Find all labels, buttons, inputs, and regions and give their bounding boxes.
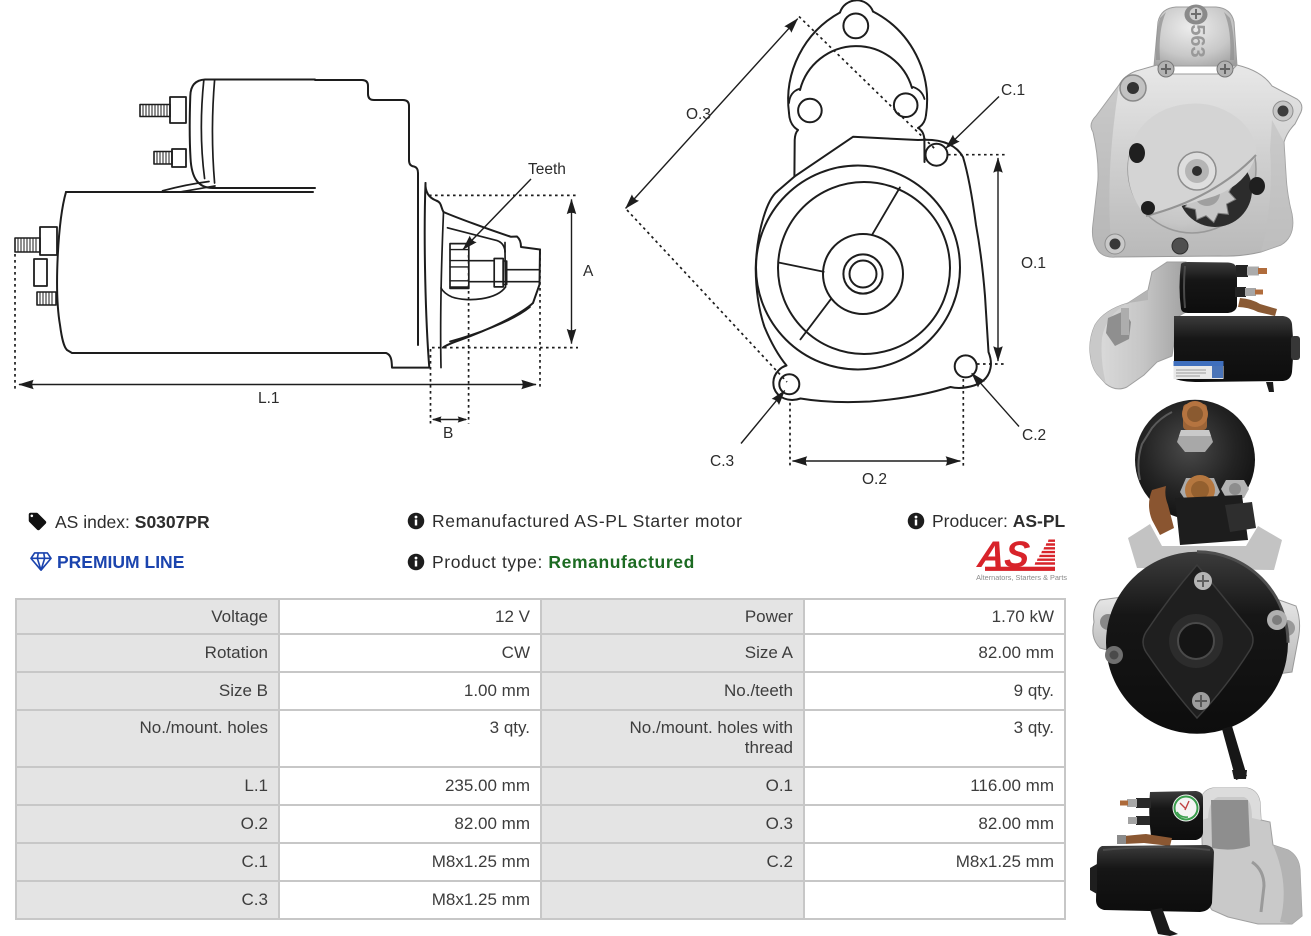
svg-text:Teeth: Teeth xyxy=(528,161,566,178)
svg-text:O.3: O.3 xyxy=(686,106,711,123)
svg-text:O.2: O.2 xyxy=(862,471,887,488)
svg-text:563: 563 xyxy=(1186,24,1208,57)
svg-text:C.1: C.1 xyxy=(1001,82,1025,99)
svg-text:C.2: C.2 xyxy=(1022,427,1046,444)
svg-text:L.1: L.1 xyxy=(258,390,280,407)
svg-text:Alternators, Starters & Parts: Alternators, Starters & Parts xyxy=(976,573,1067,582)
svg-text:B: B xyxy=(443,425,453,442)
svg-text:O.1: O.1 xyxy=(1021,255,1046,272)
svg-text:C.3: C.3 xyxy=(710,453,734,470)
svg-text:A: A xyxy=(583,263,594,280)
